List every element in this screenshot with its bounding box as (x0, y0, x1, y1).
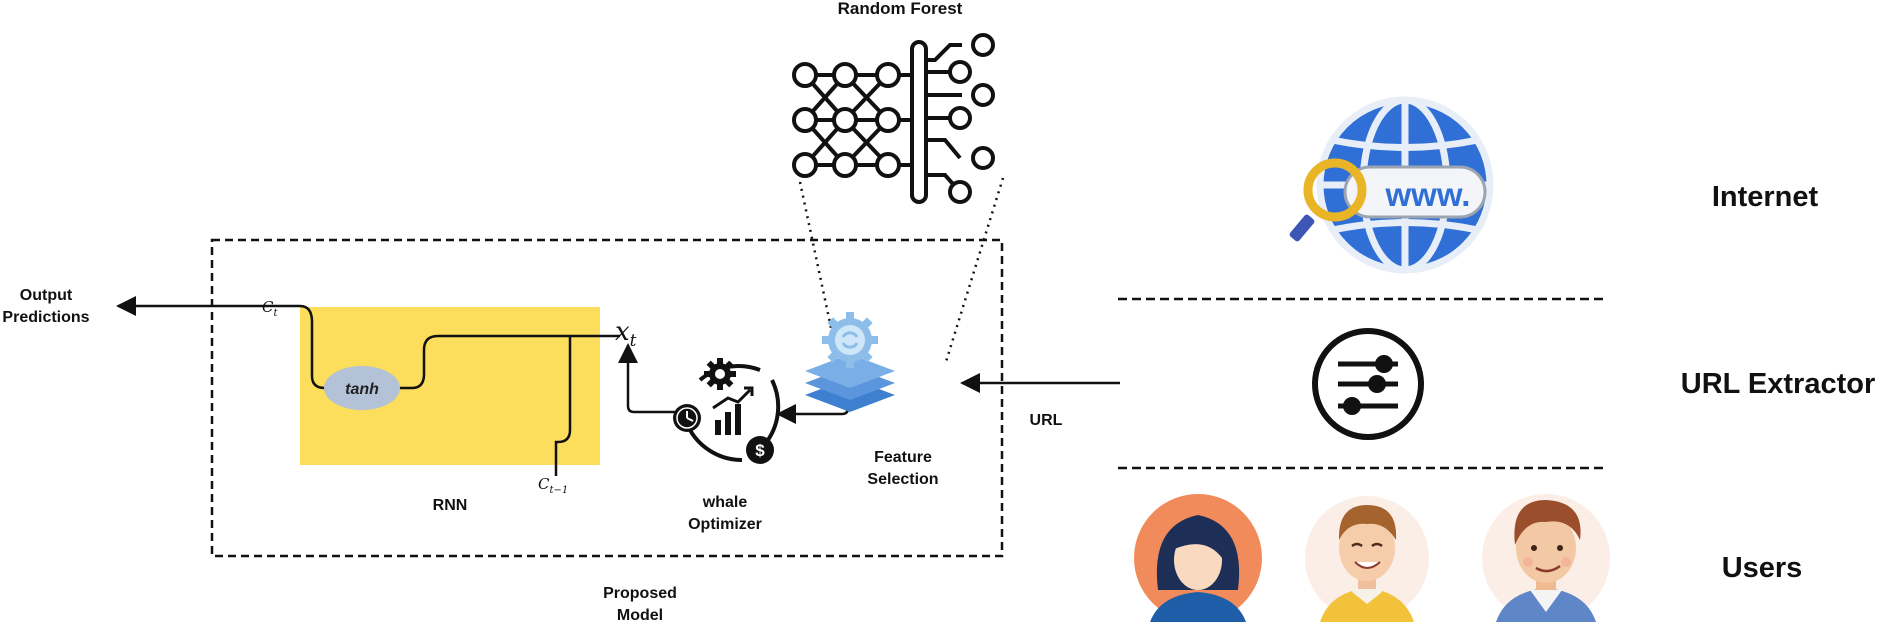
rnn-cell-line-ct1 (554, 336, 572, 476)
rnn-cell-line-out (396, 334, 620, 390)
user-woman-avatar (1134, 494, 1262, 622)
projection-line-right (943, 177, 1005, 366)
ct-label: Ct (262, 298, 278, 319)
proposed-model-label-line1: Proposed (603, 585, 677, 602)
feature-selection-label-line2: Selection (867, 471, 938, 488)
tanh-node (324, 366, 400, 410)
output-predictions-label-line1: Output (20, 287, 73, 304)
optimizer-to-xt-arrow (618, 343, 676, 414)
neural-network-icon (792, 33, 995, 204)
filter-sliders-icon (1312, 328, 1424, 440)
users-label: Users (1722, 552, 1803, 584)
output-predictions-label-line2: Predictions (2, 309, 89, 326)
user-man-avatar (1482, 494, 1610, 622)
whale-optimizer-icon: $ (673, 358, 781, 464)
proposed-model-box (210, 238, 1004, 558)
svg-text:$: $ (755, 441, 765, 460)
whale-optimizer-label-line2: Optimizer (688, 516, 762, 533)
internet-label: Internet (1712, 181, 1819, 213)
random-forest-label: Random Forest (838, 0, 963, 18)
proposed-model-label-line2: Model (617, 607, 663, 624)
ct-minus-1-label: Ct−1 (538, 475, 568, 496)
globe-www-icon: www. (1289, 96, 1494, 274)
rnn-label: RNN (433, 497, 468, 514)
url-label: URL (1030, 412, 1063, 429)
feature-layers-gear-icon (805, 312, 895, 412)
tanh-label: tanh (345, 381, 379, 398)
feature-selection-label-line1: Feature (874, 449, 932, 466)
svg-text:www.: www. (1385, 176, 1471, 213)
user-man-smiling-avatar (1305, 496, 1429, 622)
whale-optimizer-label-line1: whale (702, 494, 748, 511)
rnn-cell-line-in (272, 304, 328, 390)
xt-label: xt (615, 317, 637, 351)
url-extractor-label: URL Extractor (1681, 368, 1875, 400)
